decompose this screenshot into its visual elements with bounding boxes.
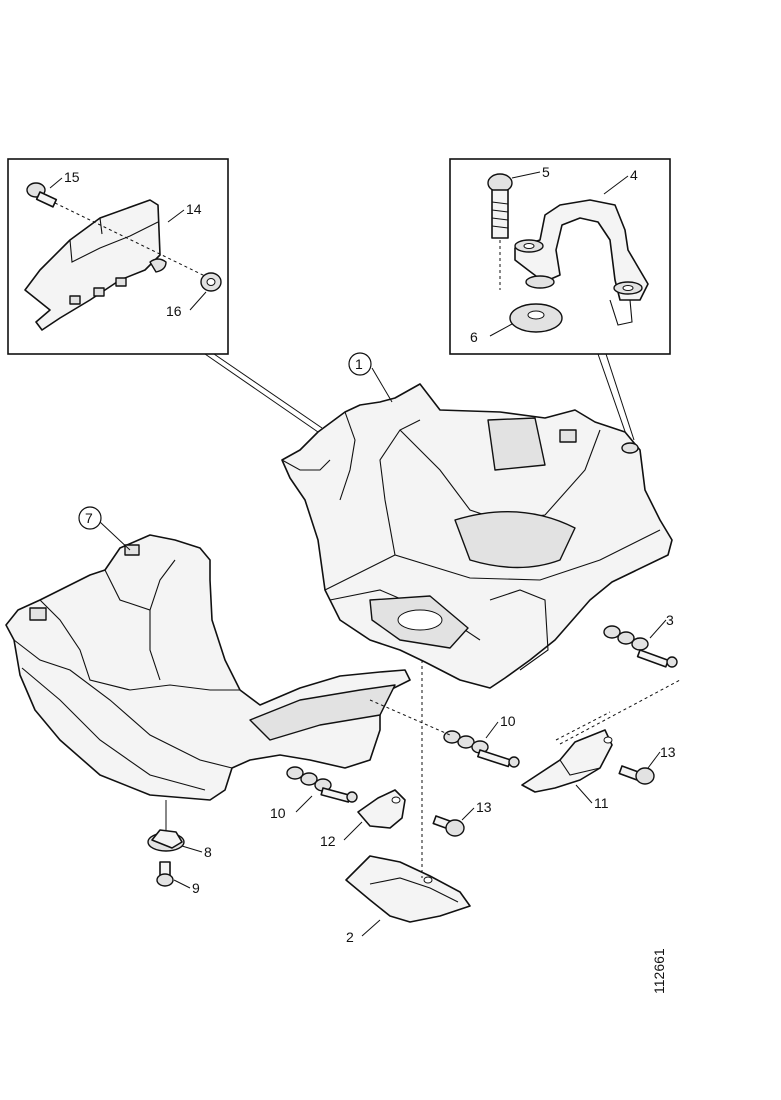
washer-part-6: [509, 303, 563, 333]
callout-10-upper: 10: [500, 713, 516, 729]
callout-6: 6: [470, 329, 478, 345]
lower-tray-part-7: 7: [5, 506, 411, 801]
cover-plate-part-2: [345, 855, 471, 923]
pin-part-3: [603, 625, 678, 668]
callout-15: 15: [64, 169, 80, 185]
screw-part-9: [156, 861, 174, 887]
callout-12: 12: [320, 833, 336, 849]
callout-13-lower: 13: [476, 799, 492, 815]
callout-14: 14: [186, 201, 202, 217]
callout-7: 7: [85, 510, 93, 526]
callout-8: 8: [204, 844, 212, 860]
reference-number: 112661: [651, 948, 667, 994]
callout-13-right: 13: [660, 744, 676, 760]
bolt-part-13-lower: [432, 815, 465, 837]
detail-inset-left: 15 14 16: [7, 158, 229, 355]
callout-10-lower: 10: [270, 805, 286, 821]
nut-part-16: [200, 272, 222, 292]
pin-part-10-upper: [443, 730, 520, 768]
detail-inset-right: 5 4 6: [449, 158, 671, 355]
bolt-part-13-right: [618, 765, 655, 785]
callout-2: 2: [346, 929, 354, 945]
bracket-part-14: [24, 199, 161, 331]
callout-11: 11: [594, 795, 609, 811]
bracket-part-12: [357, 789, 406, 829]
clip-part-8: [147, 829, 185, 852]
callout-4: 4: [630, 167, 638, 183]
bolt-part-15: [26, 182, 58, 208]
callout-9: 9: [192, 880, 200, 896]
callout-1: 1: [355, 356, 363, 372]
bracket-part-11: [521, 729, 613, 793]
callout-16: 16: [166, 303, 182, 319]
pin-part-10-lower: [286, 766, 358, 803]
battery-tray-part-1: 1: [281, 352, 673, 689]
callout-3: 3: [666, 612, 674, 628]
callout-5: 5: [542, 164, 550, 180]
screw-part-5: [487, 173, 513, 239]
